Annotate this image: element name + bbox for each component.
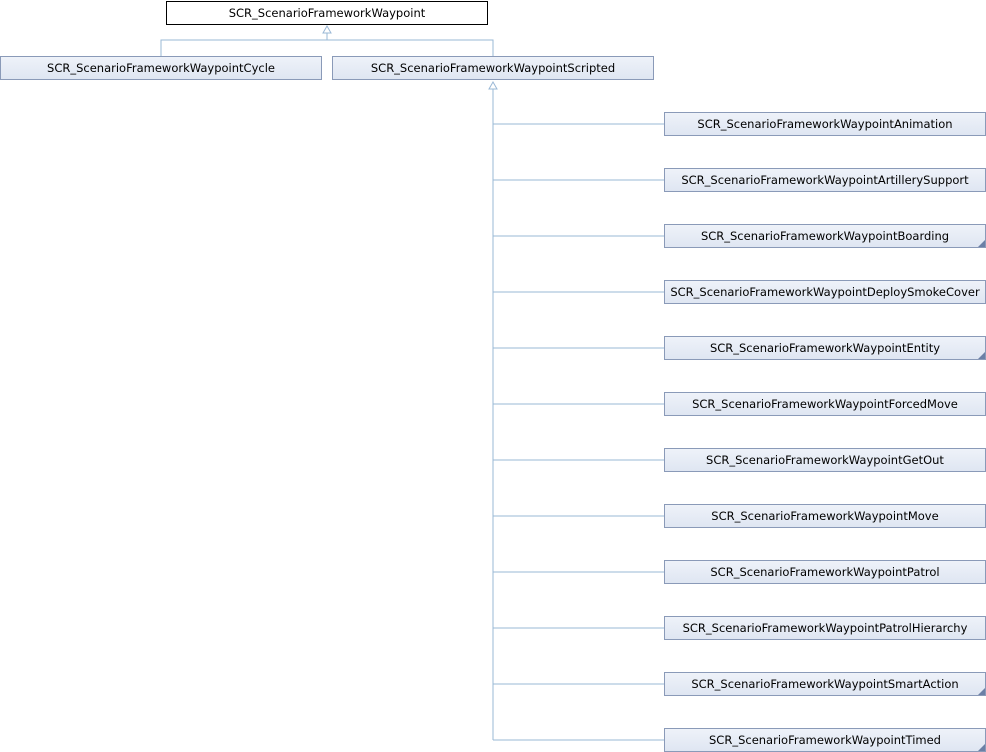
node-waypoint-animation[interactable]: SCR_ScenarioFrameworkWaypointAnimation [664, 112, 986, 136]
node-waypoint-scripted[interactable]: SCR_ScenarioFrameworkWaypointScripted [332, 56, 654, 80]
node-waypoint-get-out[interactable]: SCR_ScenarioFrameworkWaypointGetOut [664, 448, 986, 472]
node-waypoint-smart-action[interactable]: SCR_ScenarioFrameworkWaypointSmartAction [664, 672, 986, 696]
node-waypoint-boarding[interactable]: SCR_ScenarioFrameworkWaypointBoarding [664, 224, 986, 248]
node-waypoint-artillery-support[interactable]: SCR_ScenarioFrameworkWaypointArtillerySu… [664, 168, 986, 192]
arrowhead-root [322, 24, 332, 34]
node-waypoint-patrol[interactable]: SCR_ScenarioFrameworkWaypointPatrol [664, 560, 986, 584]
node-waypoint-move[interactable]: SCR_ScenarioFrameworkWaypointMove [664, 504, 986, 528]
node-waypoint-cycle[interactable]: SCR_ScenarioFrameworkWaypointCycle [0, 56, 322, 80]
node-base-class[interactable]: SCR_ScenarioFrameworkWaypoint [166, 1, 488, 25]
node-waypoint-timed[interactable]: SCR_ScenarioFrameworkWaypointTimed [664, 728, 986, 752]
node-waypoint-entity[interactable]: SCR_ScenarioFrameworkWaypointEntity [664, 336, 986, 360]
node-waypoint-deploy-smoke-cover[interactable]: SCR_ScenarioFrameworkWaypointDeploySmoke… [664, 280, 986, 304]
arrowhead-scripted [488, 80, 498, 90]
edge-root-to-cycle [160, 39, 494, 56]
node-waypoint-patrol-hierarchy[interactable]: SCR_ScenarioFrameworkWaypointPatrolHiera… [664, 616, 986, 640]
node-waypoint-forced-move[interactable]: SCR_ScenarioFrameworkWaypointForcedMove [664, 392, 986, 416]
